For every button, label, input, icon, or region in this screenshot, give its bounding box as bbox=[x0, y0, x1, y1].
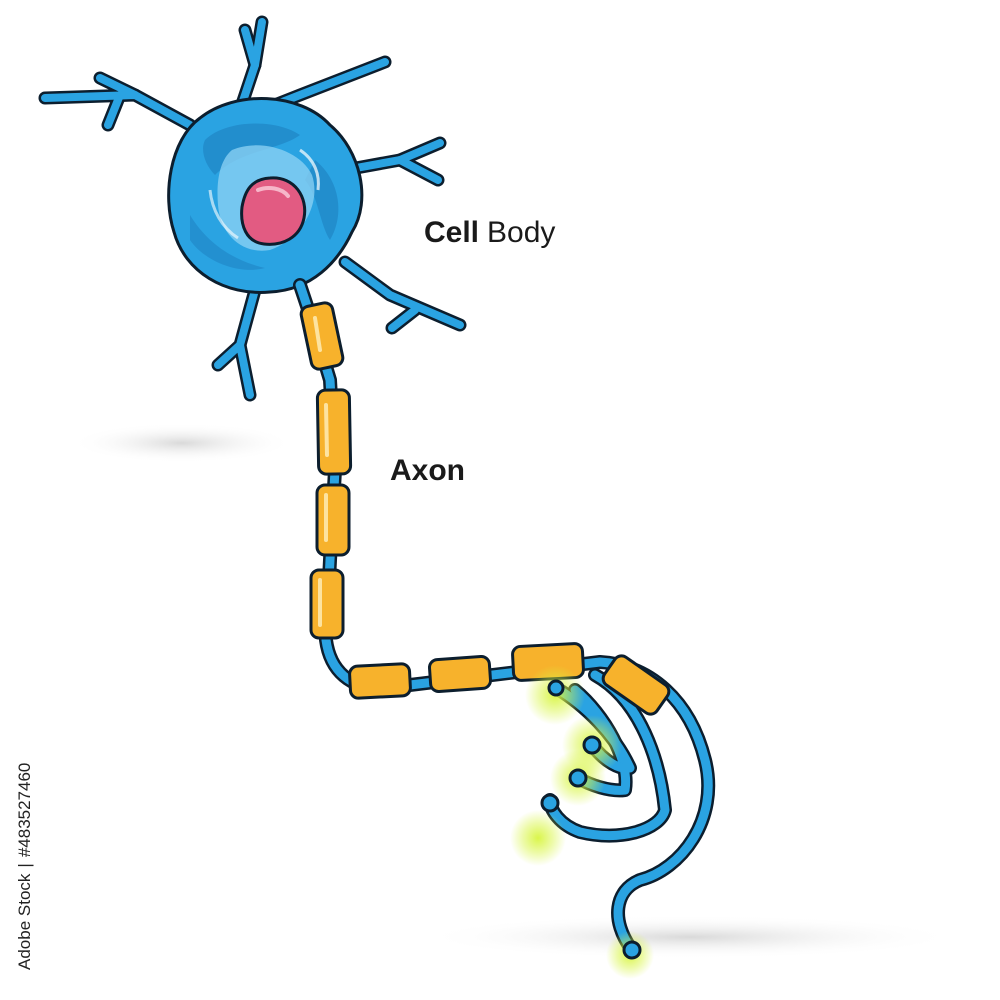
myelin-highlights bbox=[313, 316, 329, 627]
terminal-glow bbox=[510, 810, 566, 866]
cell-shadow bbox=[70, 423, 294, 463]
cell-body-label-bold: Cell bbox=[424, 216, 479, 249]
credit-separator: | bbox=[15, 863, 34, 867]
cell-body bbox=[167, 97, 364, 294]
credit-number: #483527460 bbox=[15, 763, 34, 858]
myelin-segment bbox=[601, 654, 671, 716]
stock-credit: Adobe Stock | #483527460 bbox=[15, 763, 34, 970]
myelin-segment bbox=[315, 483, 351, 557]
axon bbox=[293, 278, 716, 957]
myelin-segment bbox=[309, 568, 345, 640]
cell-body-label-rest: Body bbox=[487, 216, 555, 249]
myelin-segment bbox=[348, 662, 412, 700]
myelin-sheath bbox=[299, 301, 671, 716]
credit-site: Adobe Stock bbox=[15, 873, 34, 970]
svg-text:Adobe Stock|#483527460: Adobe Stock | #483527460 bbox=[15, 763, 34, 970]
terminal-shadow bbox=[420, 915, 960, 959]
myelin-segment bbox=[315, 388, 353, 476]
axon-label: Axon bbox=[390, 454, 465, 487]
myelin-segment bbox=[427, 654, 493, 694]
myelin-segment bbox=[299, 301, 345, 371]
synaptic-terminals bbox=[510, 665, 654, 979]
